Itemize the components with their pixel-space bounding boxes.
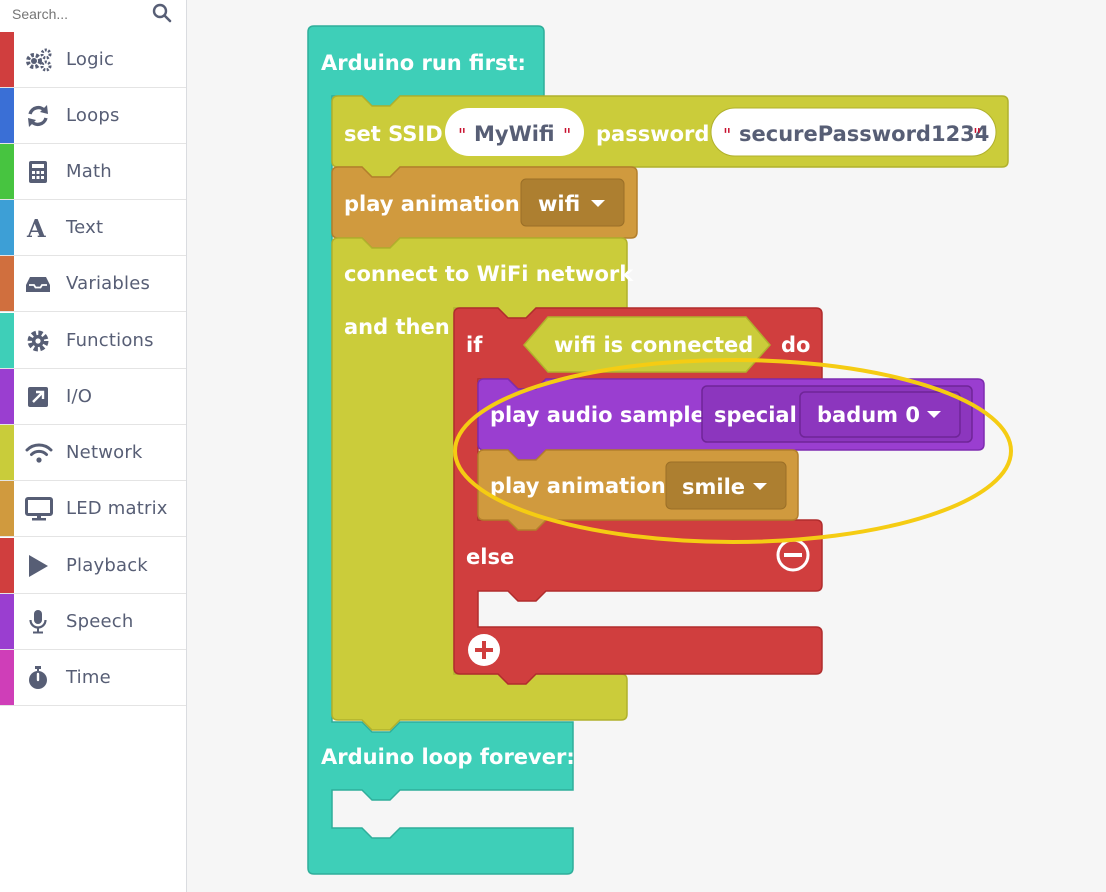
password-value: securePassword1234 xyxy=(739,122,989,146)
category-io[interactable]: I/O xyxy=(0,369,186,425)
if-else-block[interactable]: if do else xyxy=(453,307,823,685)
category-color-stripe xyxy=(0,144,14,199)
highlight-ellipse xyxy=(453,358,1013,544)
category-loops[interactable]: Loops xyxy=(0,88,186,144)
quote-mark: " xyxy=(563,125,571,146)
play-animation-label: play animation xyxy=(490,474,666,498)
dropdown-arrow-icon xyxy=(591,200,605,207)
do-label: do xyxy=(781,333,810,357)
wifi-is-connected-block[interactable]: wifi is connected xyxy=(523,316,771,373)
gears-icon xyxy=(25,47,52,73)
category-color-stripe xyxy=(0,313,14,368)
connect-wifi-block[interactable]: connect to WiFi network and then xyxy=(331,237,634,731)
text-icon: A xyxy=(25,214,51,243)
category-math[interactable]: Math xyxy=(0,144,186,200)
wifi-icon xyxy=(25,440,53,466)
category-color-stripe xyxy=(0,369,14,424)
play-animation-label: play animation xyxy=(344,192,520,216)
category-text[interactable]: A Text xyxy=(0,200,186,256)
category-color-stripe xyxy=(0,200,14,255)
category-label: LED matrix xyxy=(66,498,168,519)
category-variables[interactable]: Variables xyxy=(0,256,186,312)
animation-wifi-value: wifi xyxy=(538,192,580,216)
category-label: Variables xyxy=(66,273,151,294)
quote-mark: " xyxy=(458,125,466,146)
category-color-stripe xyxy=(0,256,14,311)
category-color-stripe xyxy=(0,32,14,87)
animation-dropdown-wifi[interactable]: wifi xyxy=(520,178,625,227)
if-label: if xyxy=(466,333,483,357)
category-color-stripe xyxy=(0,425,14,480)
quote-mark: " xyxy=(973,125,981,146)
else-label: else xyxy=(466,545,514,569)
category-label: Functions xyxy=(66,330,154,351)
animation-smile-value: smile xyxy=(682,475,745,499)
stopwatch-icon xyxy=(25,665,51,691)
search-icon[interactable] xyxy=(152,3,172,27)
play-animation-smile-block[interactable]: play animation smile xyxy=(477,449,799,531)
ssid-string-field[interactable]: " MyWifi " xyxy=(445,108,584,156)
blocks-workspace[interactable]: Arduino run first: Arduino loop forever:… xyxy=(187,0,1106,892)
category-led-matrix[interactable]: LED matrix xyxy=(0,481,186,537)
microphone-icon xyxy=(25,609,51,635)
category-label: Network xyxy=(66,442,143,463)
sample-dropdown-badum[interactable]: badum 0 xyxy=(799,391,961,438)
special-label: special xyxy=(714,403,797,427)
animation-dropdown-smile[interactable]: smile xyxy=(665,461,787,510)
dropdown-arrow-icon xyxy=(753,483,767,490)
run-first-label: Arduino run first: xyxy=(321,51,526,75)
password-string-field[interactable]: " securePassword1234 " xyxy=(710,107,997,157)
play-animation-wifi-block[interactable]: play animation wifi xyxy=(331,166,638,249)
category-color-stripe xyxy=(0,481,14,536)
calculator-icon xyxy=(25,159,51,185)
gear-icon xyxy=(25,328,51,354)
svg-text:A: A xyxy=(26,215,46,241)
sample-category-block[interactable]: special badum 0 xyxy=(701,385,973,443)
and-then-label: and then xyxy=(344,315,450,339)
toolbox-sidebar: Logic Loops Math A Text Variables Fu xyxy=(0,0,187,892)
set-ssid-block[interactable]: set SSID " MyWifi " password " securePas… xyxy=(331,95,1009,178)
monitor-icon xyxy=(25,496,53,522)
category-label: Loops xyxy=(66,105,120,126)
quote-mark: " xyxy=(723,125,731,146)
category-color-stripe xyxy=(0,650,14,705)
category-color-stripe xyxy=(0,88,14,143)
condition-label: wifi is connected xyxy=(554,333,753,357)
category-color-stripe xyxy=(0,594,14,649)
category-label: Logic xyxy=(66,49,115,70)
add-else-if-icon[interactable] xyxy=(468,634,500,666)
category-label: Text xyxy=(66,217,104,238)
ssid-value: MyWifi xyxy=(474,122,555,146)
badum-value: badum 0 xyxy=(817,403,920,427)
category-time[interactable]: Time xyxy=(0,650,186,706)
arduino-run-first-block[interactable]: Arduino run first: Arduino loop forever: xyxy=(307,25,575,875)
play-icon xyxy=(25,553,51,579)
category-color-stripe xyxy=(0,538,14,593)
play-audio-label: play audio sample xyxy=(490,403,705,427)
category-label: Speech xyxy=(66,611,134,632)
category-label: Time xyxy=(66,667,111,688)
play-audio-sample-block[interactable]: play audio sample special badum 0 xyxy=(477,378,985,461)
password-label: password xyxy=(596,122,709,146)
refresh-icon xyxy=(25,103,51,129)
category-label: I/O xyxy=(66,386,93,407)
category-playback[interactable]: Playback xyxy=(0,538,186,594)
search-input[interactable] xyxy=(12,4,142,24)
category-network[interactable]: Network xyxy=(0,425,186,481)
category-logic[interactable]: Logic xyxy=(0,32,186,88)
loop-forever-label: Arduino loop forever: xyxy=(321,745,575,769)
category-speech[interactable]: Speech xyxy=(0,594,186,650)
connect-label: connect to WiFi network xyxy=(344,262,634,286)
toolbox-search xyxy=(0,0,186,30)
external-link-icon xyxy=(25,384,51,410)
set-ssid-label: set SSID xyxy=(344,122,443,146)
dropdown-arrow-icon xyxy=(927,411,941,418)
category-label: Math xyxy=(66,161,112,182)
category-functions[interactable]: Functions xyxy=(0,313,186,369)
category-label: Playback xyxy=(66,555,148,576)
inbox-icon xyxy=(25,271,51,297)
